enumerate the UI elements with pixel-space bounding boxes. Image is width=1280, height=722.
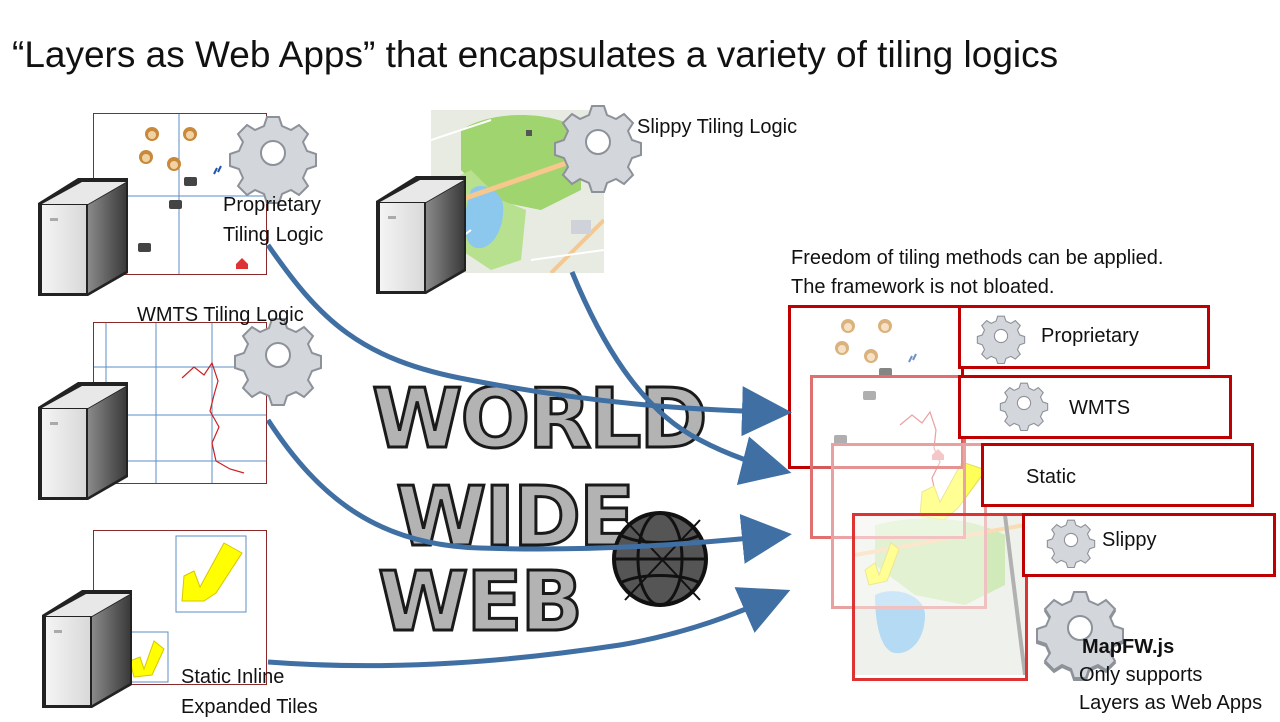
wmts-tile xyxy=(93,322,267,484)
page-title: “Layers as Web Apps” that encapsulates a… xyxy=(12,34,1059,75)
layer-caption-slippy: Slippy xyxy=(1022,513,1276,577)
layer-label-proprietary: Proprietary xyxy=(1041,325,1139,347)
static-tile-content xyxy=(127,535,247,683)
layer-label-wmts: WMTS xyxy=(1069,397,1131,419)
stack-slippy-map-image xyxy=(855,515,1025,675)
camera-icon xyxy=(138,177,197,252)
layer-caption-wmts: WMTS xyxy=(958,375,1232,439)
mapfw-title: MapFW.js xyxy=(1082,636,1175,658)
monkey-icon xyxy=(139,127,197,171)
freedom-line-2: The framework is not bloated. xyxy=(791,276,1055,298)
layer-caption-proprietary: Proprietary xyxy=(958,305,1210,369)
wmts-tile-grid xyxy=(94,323,266,483)
arrow-static xyxy=(267,587,791,669)
mapfw-line-2: Layers as Web Apps xyxy=(1079,692,1263,714)
stack-frame-slippy xyxy=(852,513,1028,681)
static-label: Static Inline Expanded Tiles xyxy=(181,666,318,718)
layer-label-static: Static xyxy=(1026,466,1077,488)
stack-slippy-map xyxy=(855,515,1025,675)
freedom-line-1: Freedom of tiling methods can be applied… xyxy=(791,247,1164,269)
slippy-map-image xyxy=(431,110,604,273)
arrow-slippy xyxy=(569,271,792,485)
www-word-web: WEB xyxy=(378,555,581,650)
www-word-world: WORLD xyxy=(372,372,706,467)
arrow-wmts xyxy=(265,418,792,564)
slippy-map-tile xyxy=(431,110,604,273)
wmts-label: WMTS Tiling Logic xyxy=(137,304,304,326)
www-word-wide: WIDE xyxy=(396,470,633,565)
slippy-label: Slippy Tiling Logic xyxy=(637,116,798,138)
stack-frame-static xyxy=(831,443,987,609)
globe-icon xyxy=(612,511,708,607)
layer-label-slippy: Slippy xyxy=(1102,529,1157,551)
stack-frame-wmts xyxy=(810,375,966,539)
proprietary-label: Proprietary Tiling Logic xyxy=(223,194,324,246)
mapfw-line-1: Only supports xyxy=(1079,664,1203,686)
layer-caption-static: Static xyxy=(981,443,1254,507)
